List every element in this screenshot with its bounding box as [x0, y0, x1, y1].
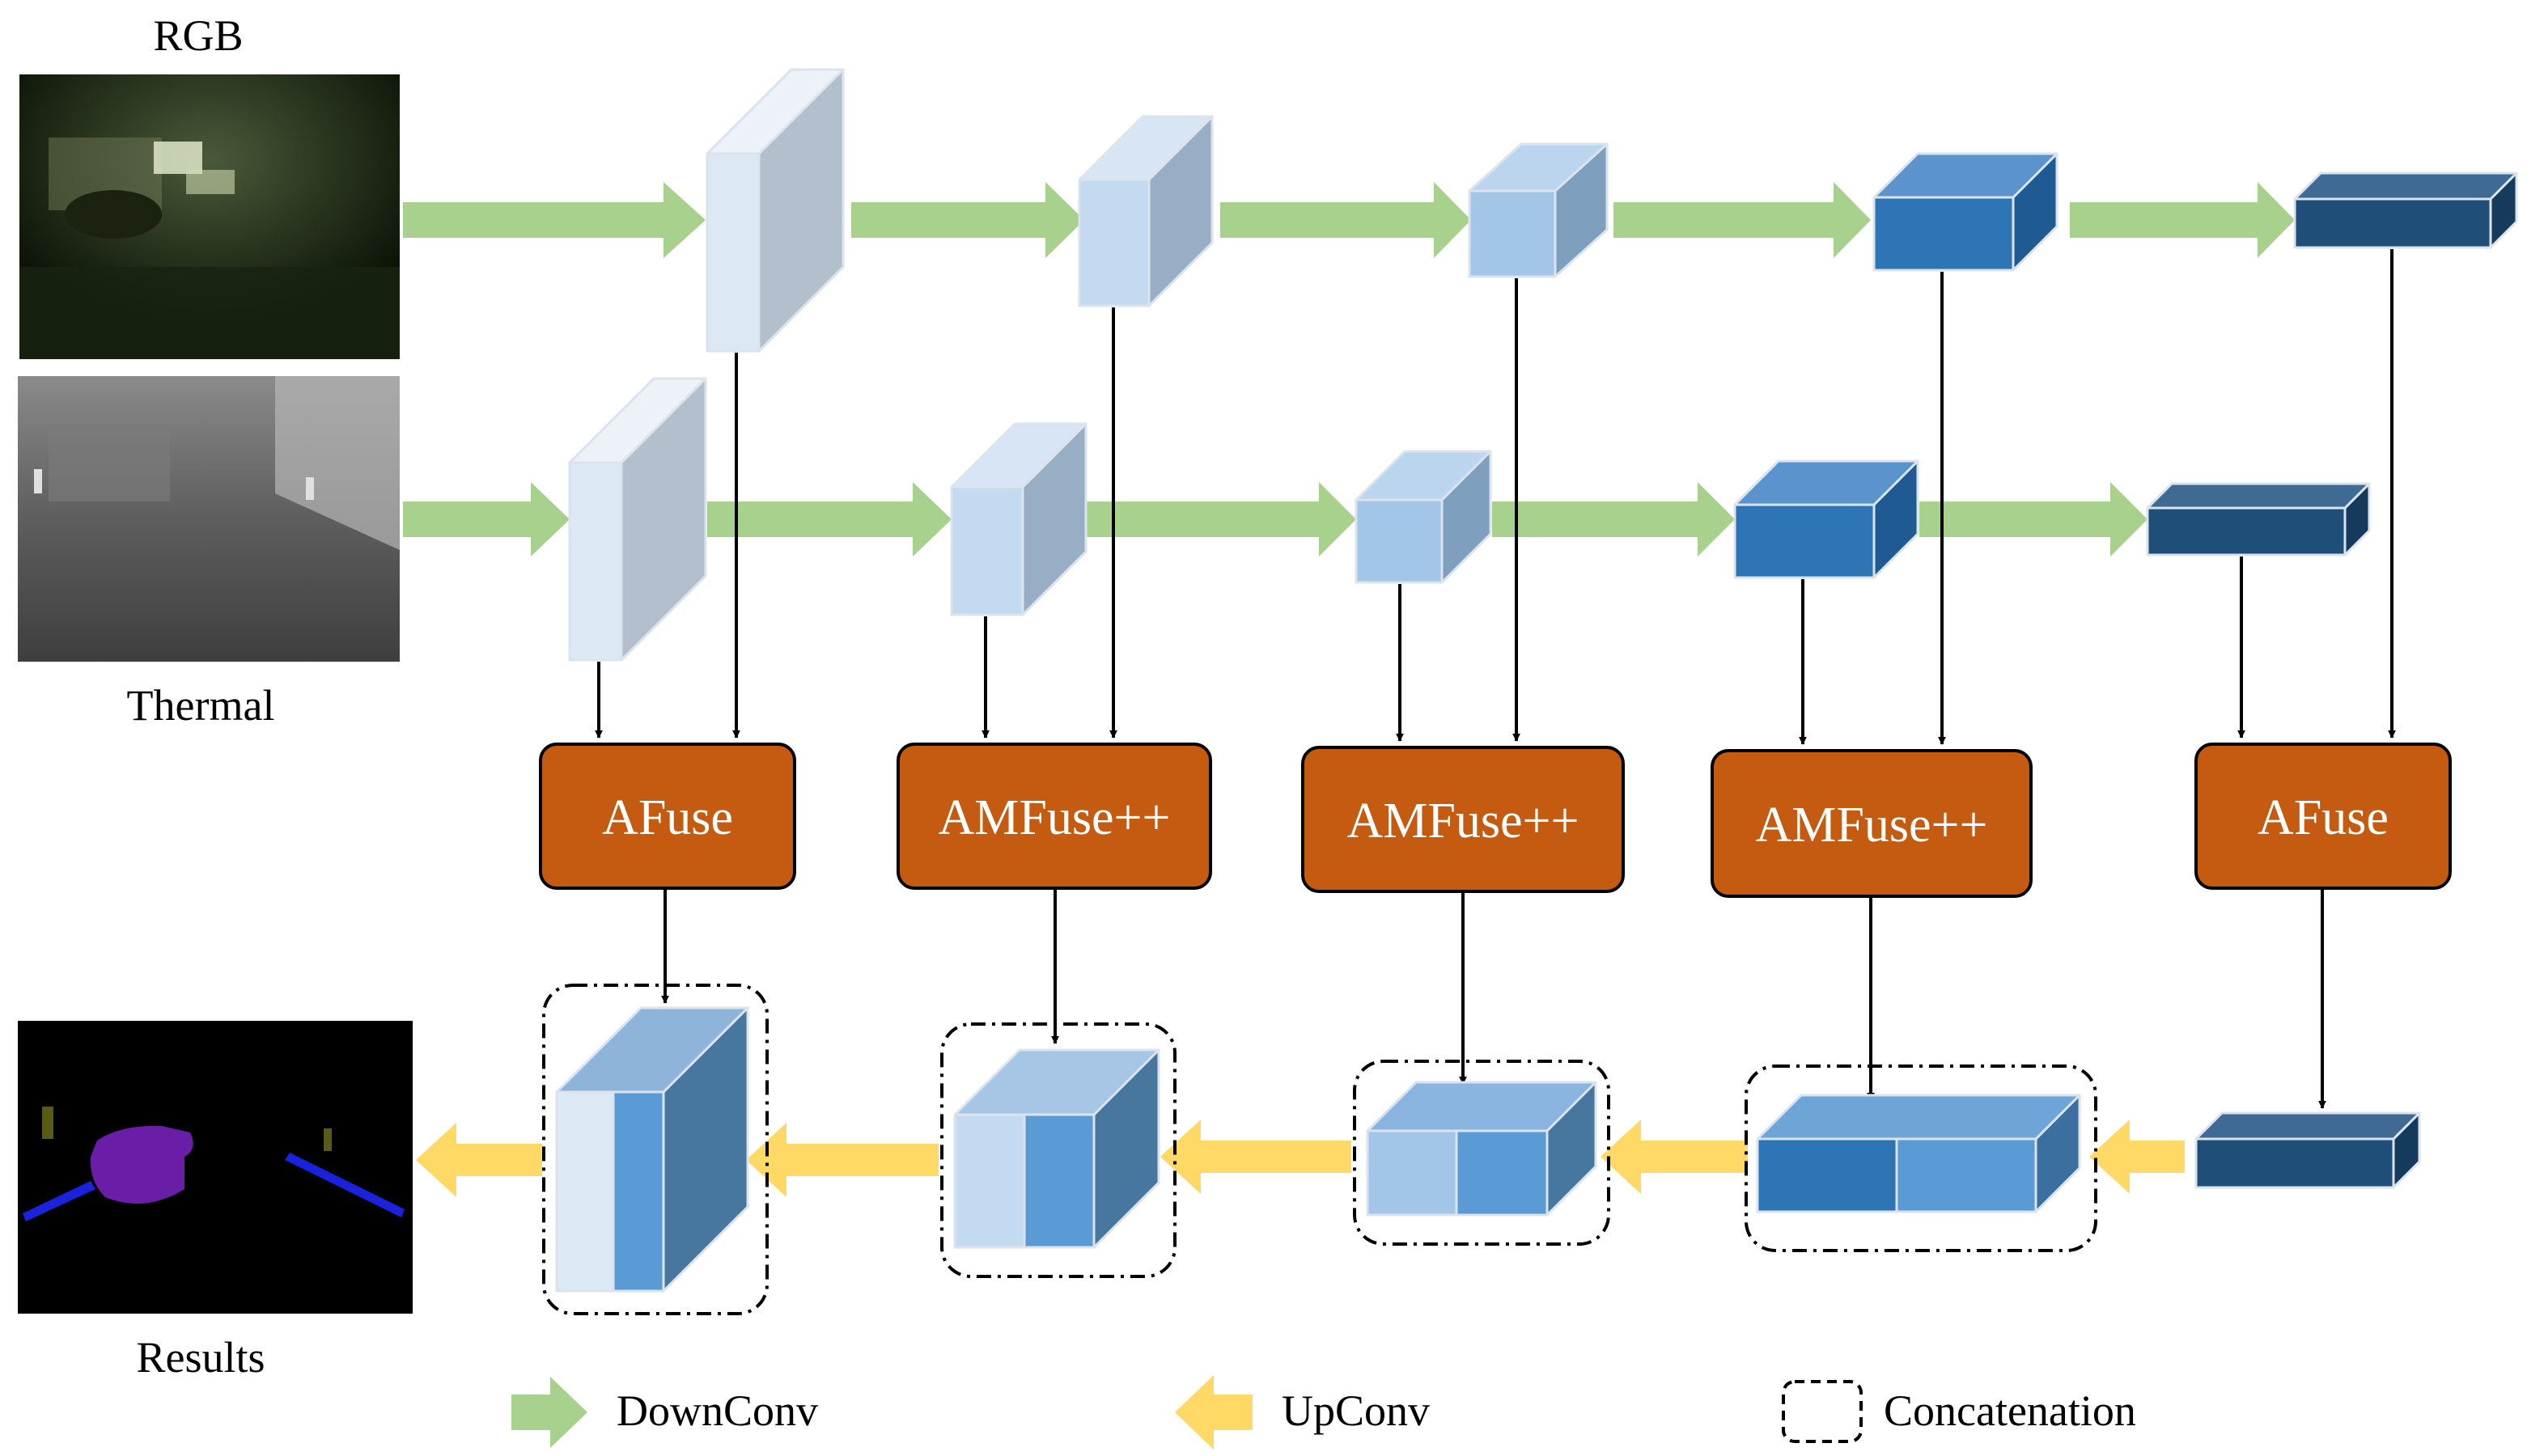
results-image: [18, 1021, 413, 1314]
concat-box: [1353, 1060, 1610, 1246]
fusion-module-amfuse-1: AMFuse++: [897, 743, 1212, 890]
thermal-image: [18, 376, 400, 662]
legend-upconv-label: UpConv: [1282, 1386, 1430, 1435]
rgb-block-5: [2293, 171, 2518, 249]
concat-box: [542, 984, 769, 1315]
fusion-module-label: AMFuse++: [1347, 794, 1579, 849]
thermal-block-1: [568, 377, 707, 662]
rgb-block-1: [706, 68, 845, 353]
rgb-image: [19, 74, 400, 359]
rgb-block-2: [1078, 115, 1214, 307]
results-label: Results: [136, 1333, 265, 1382]
fusion-module-amfuse-2: AMFuse++: [1301, 746, 1625, 893]
thermal-encoder-blocks: [568, 377, 2371, 662]
fusion-module-amfuse-3: AMFuse++: [1711, 749, 2033, 898]
thermal-encoder-downconv-arrows: [403, 482, 2148, 557]
thermal-block-4: [1733, 459, 1919, 579]
rgb-encoder-downconv-arrows: [403, 182, 2295, 258]
thermal-block-2: [950, 422, 1088, 616]
legend-upconv-arrow: [1175, 1375, 1253, 1450]
upconv-arrow: [2089, 1120, 2185, 1194]
decoder-block-5: [2194, 1111, 2421, 1189]
decoder-block-1: [555, 1006, 749, 1293]
upconv-arrow: [746, 1123, 939, 1197]
downconv-arrow: [1086, 482, 1356, 557]
rgb-label: RGB: [153, 11, 243, 60]
decoder-block-3: [1366, 1081, 1597, 1217]
downconv-arrow: [1492, 482, 1735, 557]
legend-concat-label: Concatenation: [1884, 1386, 2136, 1435]
legend-downconv-arrow: [511, 1377, 587, 1448]
upconv-arrow: [1160, 1120, 1351, 1194]
downconv-arrow: [707, 482, 952, 557]
fusion-modules: AFuse AMFuse++ AMFuse++ AMFuse++ AFuse: [539, 743, 2452, 898]
thermal-label: Thermal: [127, 681, 275, 730]
decoder-block-2: [953, 1048, 1160, 1249]
decoder-block-4: [1756, 1094, 2081, 1213]
decoder-upconv-arrows: [416, 1120, 2185, 1197]
legend-concat-box: [1782, 1380, 1863, 1443]
thermal-block-5: [2146, 482, 2371, 557]
upconv-arrow: [416, 1123, 542, 1197]
rgb-encoder-blocks: [706, 68, 2518, 353]
upconv-arrow: [1601, 1120, 1748, 1194]
downconv-arrow: [851, 182, 1084, 258]
fusion-module-label: AMFuse++: [939, 790, 1171, 845]
thermal-block-3: [1355, 450, 1492, 584]
downconv-arrow: [1919, 482, 2148, 557]
encoder-to-fusion-connectors: [595, 249, 2396, 745]
legend-downconv-label: DownConv: [617, 1386, 818, 1435]
fusion-to-decoder-connectors: [661, 890, 2326, 1109]
concat-box: [1745, 1064, 2097, 1252]
legend: DownConv UpConv Concatenation: [511, 1375, 2136, 1450]
fusion-module-label: AFuse: [2258, 790, 2389, 845]
rgb-block-3: [1468, 142, 1609, 278]
fusion-module-label: AMFuse++: [1756, 798, 1988, 853]
concat-box: [940, 1022, 1177, 1278]
downconv-arrow: [403, 182, 706, 258]
fusion-module-afuse-2: AFuse: [2194, 743, 2452, 890]
downconv-arrow: [1613, 182, 1871, 258]
fusion-module-afuse-1: AFuse: [539, 743, 796, 890]
decoder-blocks: [555, 1006, 2421, 1293]
downconv-arrow: [403, 482, 570, 557]
rgb-block-4: [1872, 152, 2058, 272]
fusion-module-label: AFuse: [602, 790, 733, 845]
downconv-arrow: [1220, 182, 1471, 258]
concatenation-groups: [542, 984, 2097, 1315]
downconv-arrow: [2070, 182, 2295, 258]
